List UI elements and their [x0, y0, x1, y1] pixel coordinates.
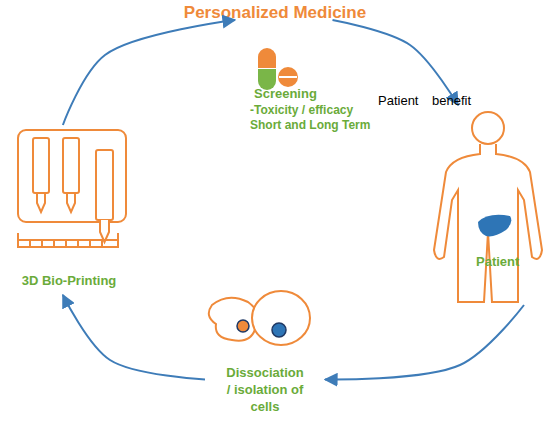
syringe-tip — [100, 220, 109, 242]
flow-arrow — [63, 295, 205, 380]
tablet-line — [279, 76, 297, 78]
human-figure — [434, 112, 542, 302]
cell-outline — [209, 298, 258, 341]
diagram-title: Personalized Medicine — [175, 3, 375, 23]
cell-outline — [252, 291, 310, 345]
pill-icon — [258, 48, 298, 90]
syringe-tip — [37, 193, 45, 212]
cell-nucleus — [272, 323, 286, 337]
edge-label: Patient benefit — [378, 93, 488, 108]
syringe-body — [96, 150, 113, 220]
node-heading: Dissociation / isolation of cells — [225, 365, 305, 416]
body-outline — [434, 144, 542, 302]
flow-arrow — [325, 305, 524, 380]
syringe-body — [63, 138, 79, 193]
tablet — [278, 67, 298, 87]
process-node: 3D Bio-Printing — [8, 125, 130, 295]
node-heading: Screening — [250, 86, 380, 103]
syringe-tip — [67, 193, 75, 212]
flow-arrow — [333, 20, 459, 105]
node-heading: 3D Bio-Printing — [8, 273, 130, 290]
liver-organ — [478, 215, 511, 237]
printer-icon — [18, 130, 126, 247]
head — [472, 112, 504, 144]
node-body: -Toxicity / efficacy Short and Long Term — [250, 103, 380, 134]
syringe-body — [33, 138, 49, 193]
cell-nucleus — [237, 320, 249, 332]
process-node: Patient — [428, 105, 548, 305]
print-plate — [18, 233, 118, 247]
flow-arrow — [63, 20, 235, 125]
capsule-top — [258, 48, 276, 68]
process-node: Dissociation / isolation of cells — [205, 285, 325, 420]
cells-icon — [209, 291, 310, 345]
printer-frame — [18, 130, 126, 222]
node-heading: Patient — [476, 254, 546, 271]
process-node: Screening-Toxicity / efficacy Short and … — [235, 20, 385, 148]
